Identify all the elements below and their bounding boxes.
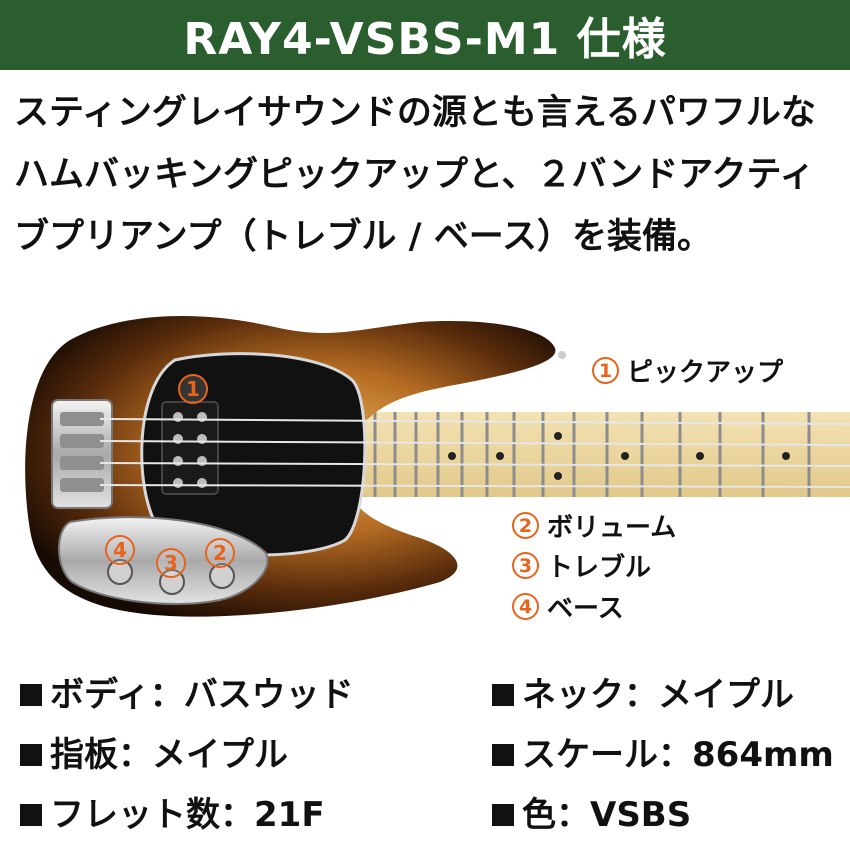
- spec-list: ボディ：バスウッド ネック：メイプル 指板：メイプル スケール：864mm フレ…: [20, 665, 840, 845]
- spec-item: スケール：864mm: [492, 725, 842, 785]
- marker-4: 4: [105, 535, 135, 565]
- callout-number: 3: [512, 552, 539, 579]
- spec-text: 色：VSBS: [522, 795, 692, 835]
- intro-text: スティングレイサウンドの源とも言えるパワフルな ハムバッキングピックアップと、２…: [14, 82, 844, 268]
- bass-guitar-image: [25, 315, 850, 617]
- callout-label: トレブル: [547, 553, 652, 583]
- bullet-square-icon: [20, 744, 42, 766]
- bullet-square-icon: [492, 744, 514, 766]
- callout-label: ピックアップ: [627, 358, 784, 388]
- page-title: RAY4-VSBS-M1 仕様: [183, 14, 667, 65]
- marker-2: 2: [205, 538, 235, 568]
- spec-text: 指板：メイプル: [50, 735, 288, 775]
- pickup: [161, 401, 219, 495]
- callout-treble: 3 トレブル: [512, 547, 651, 584]
- callout-pickup: 1 ピックアップ: [592, 352, 783, 389]
- spec-text: フレット数：21F: [50, 795, 325, 835]
- guitar-neck: [355, 412, 850, 497]
- marker-3: 3: [156, 548, 186, 578]
- callout-label: ベース: [547, 594, 624, 624]
- spec-text: ネック：メイプル: [522, 675, 794, 715]
- bullet-square-icon: [20, 684, 42, 706]
- title-banner: RAY4-VSBS-M1 仕様: [0, 0, 850, 70]
- callout-volume: 2 ボリューム: [512, 507, 676, 544]
- callout-number: 2: [512, 512, 539, 539]
- bullet-square-icon: [492, 684, 514, 706]
- spec-item: ボディ：バスウッド: [20, 665, 492, 725]
- spec-item: フレット数：21F: [20, 785, 492, 845]
- spec-text: ボディ：バスウッド: [50, 675, 354, 715]
- callout-number: 4: [512, 593, 539, 620]
- callout-number: 1: [592, 357, 619, 384]
- spec-item: 指板：メイプル: [20, 725, 492, 785]
- spec-text: スケール：864mm: [522, 735, 834, 775]
- spec-item: 色：VSBS: [492, 785, 842, 845]
- bullet-square-icon: [20, 804, 42, 826]
- intro-line: ハムバッキングピックアップと、２バンドアクティ: [14, 155, 815, 195]
- intro-line: ブプリアンプ（トレブル / ベース）を装備。: [14, 217, 712, 257]
- callout-bass: 4 ベース: [512, 588, 624, 625]
- intro-line: スティングレイサウンドの源とも言えるパワフルな: [14, 93, 816, 133]
- marker-1: 1: [178, 374, 208, 404]
- spec-item: ネック：メイプル: [492, 665, 842, 725]
- callout-label: ボリューム: [547, 513, 677, 543]
- bullet-square-icon: [492, 804, 514, 826]
